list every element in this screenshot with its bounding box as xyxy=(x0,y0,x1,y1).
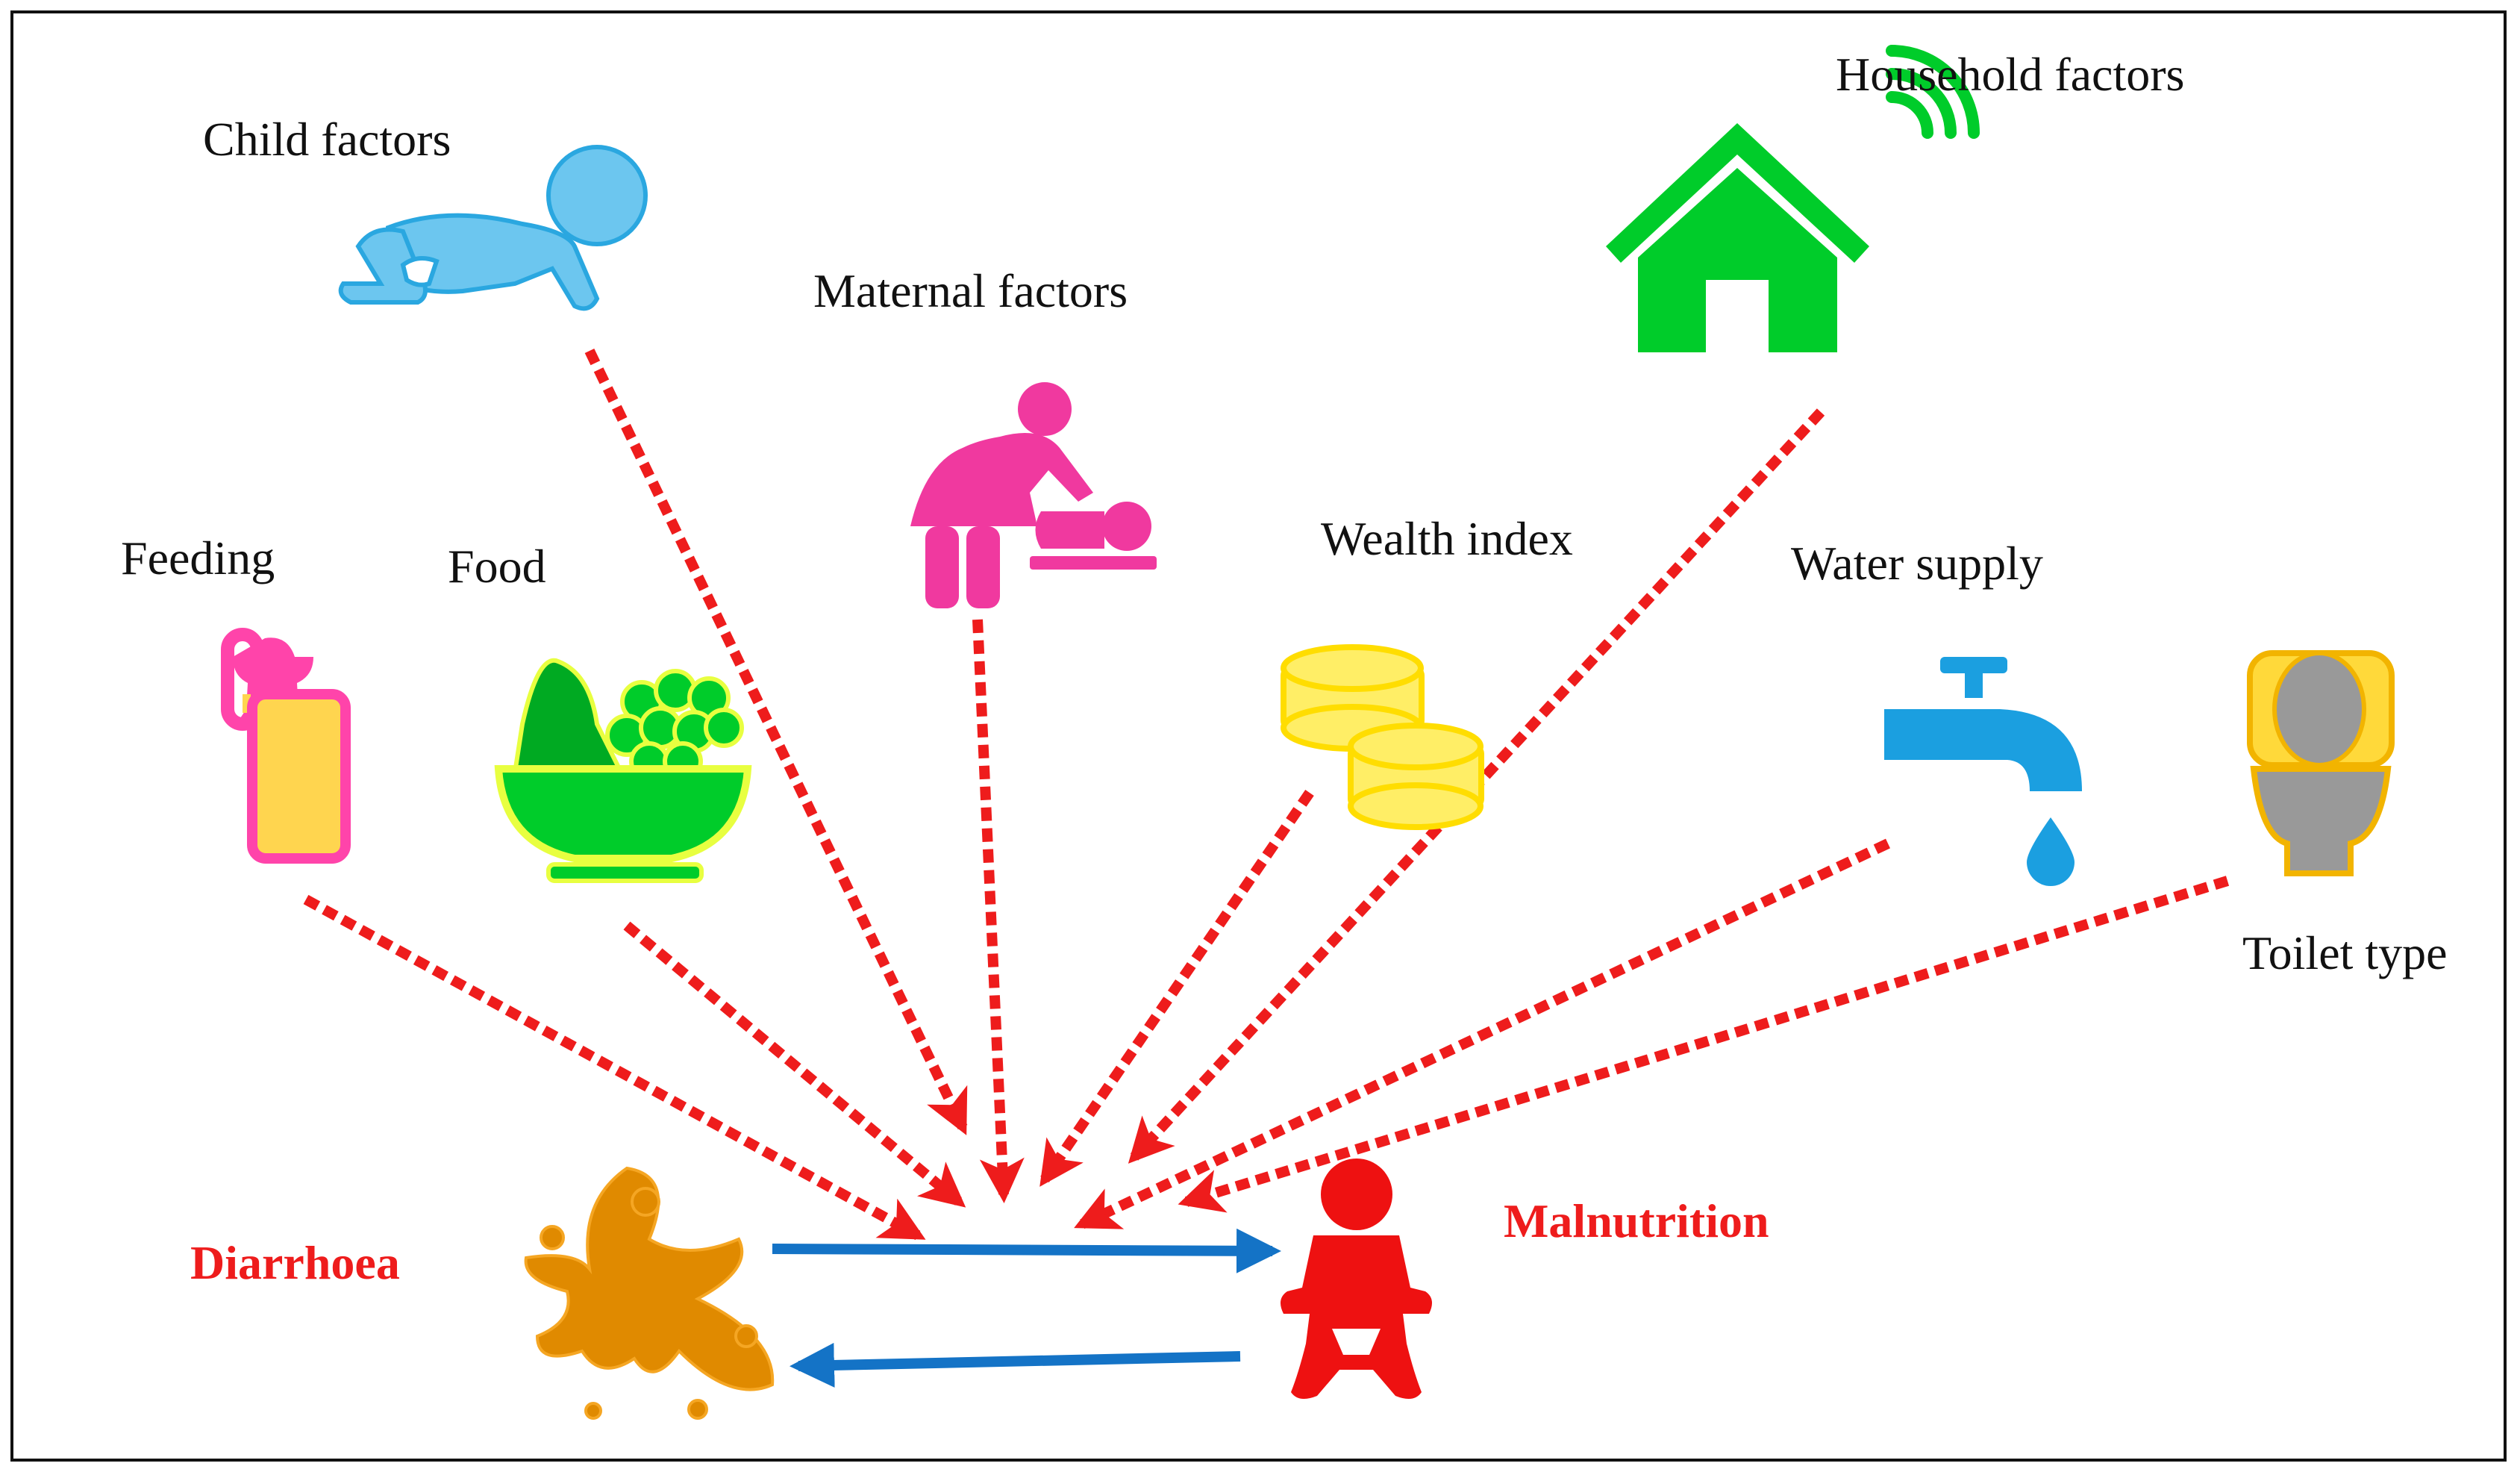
arrow-diarrhoea-to-malnutrition xyxy=(772,1228,1281,1273)
water-tap-icon xyxy=(1884,657,2082,886)
label-child-factors: Child factors xyxy=(203,113,451,166)
diagram-frame xyxy=(10,10,2507,1462)
smart-house-icon xyxy=(1606,45,1980,352)
label-feeding: Feeding xyxy=(121,531,275,584)
crawling-baby-icon xyxy=(338,145,648,311)
arrow-food xyxy=(623,921,966,1208)
arrow-child-factors xyxy=(584,348,968,1135)
arrow-water-supply xyxy=(1074,838,1890,1229)
toilet-icon xyxy=(2247,650,2395,876)
label-diarrhoea: Diarrhoea xyxy=(190,1236,400,1289)
arrow-maternal-factors xyxy=(972,619,1025,1203)
label-toilet-type: Toilet type xyxy=(2242,926,2448,979)
infant-icon xyxy=(1281,1159,1432,1399)
arrow-wealth-index xyxy=(1039,790,1314,1187)
feeding-bottle-icon xyxy=(221,628,351,864)
label-water-supply: Water supply xyxy=(1791,537,2043,590)
label-household-factors: Household factors xyxy=(1836,48,2185,101)
splash-icon xyxy=(524,1166,775,1420)
fruit-bowl-icon xyxy=(494,658,752,883)
arrow-feeding xyxy=(303,894,926,1241)
coin-stacks-icon xyxy=(1281,644,1484,830)
arrow-malnutrition-to-diarrhoea xyxy=(790,1342,1241,1388)
label-food: Food xyxy=(448,540,546,593)
label-wealth-index: Wealth index xyxy=(1321,512,1573,565)
mother-changing-baby-icon xyxy=(910,382,1157,608)
label-malnutrition: Malnutrition xyxy=(1504,1194,1769,1247)
arrow-toilet-type xyxy=(1178,876,2230,1213)
label-maternal-factors: Maternal factors xyxy=(813,264,1128,317)
